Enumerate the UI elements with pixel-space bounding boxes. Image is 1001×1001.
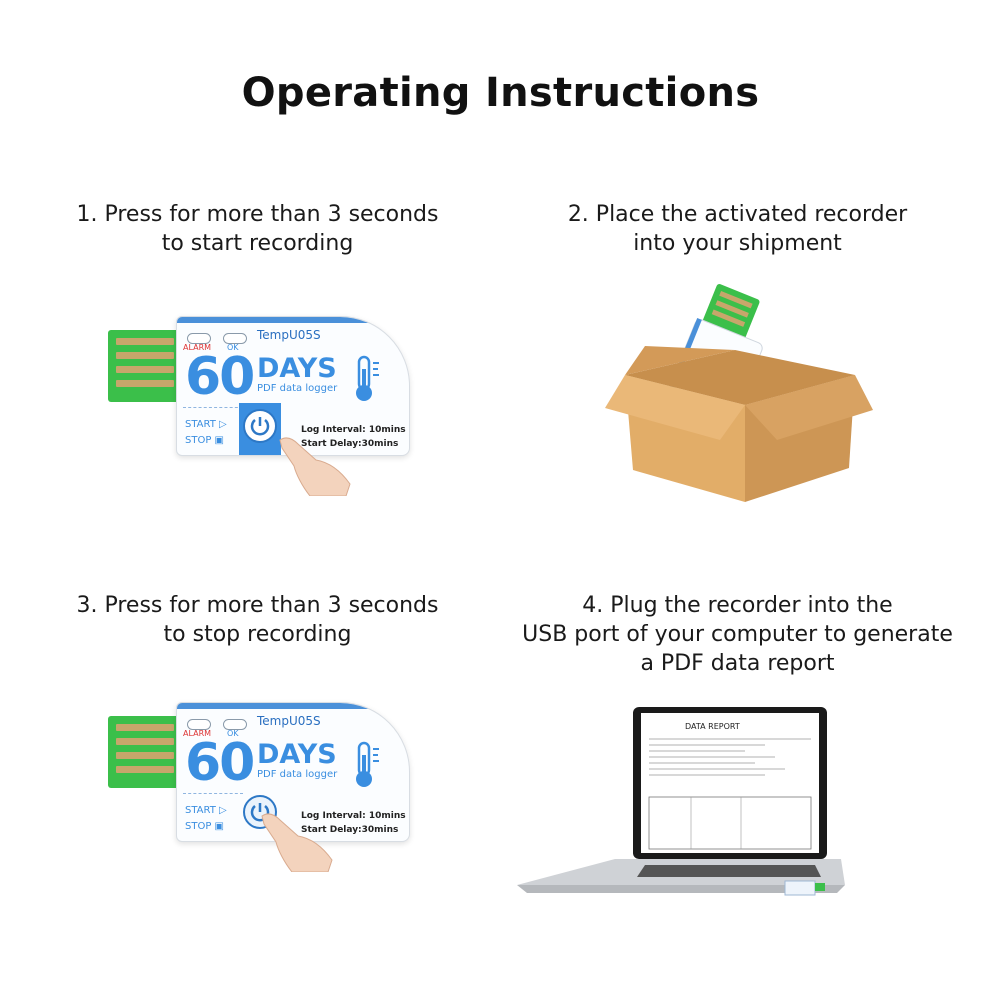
log-interval: Log Interval: 10mins [301,425,406,435]
step-4-line-3: a PDF data report [640,651,835,676]
data-logger-start-image: ALARM OK TempU05S 60 DAYS PDF data logge… [108,316,418,496]
model-label: TempU05S [257,714,321,728]
step-1-line-2: to start recording [161,231,354,256]
step-2-line-2: into your shipment [633,231,842,256]
shipping-box-image: 60 [605,284,873,502]
logger-body: ALARM OK TempU05S 60 DAYS PDF data logge… [176,702,410,842]
days-number: 60 [185,347,255,407]
usb-connector [108,716,182,788]
power-icon [250,803,270,822]
step-3-text: 3. Press for more than 3 seconds to stop… [30,591,485,649]
step-1-text: 1. Press for more than 3 seconds to star… [30,200,485,258]
start-label: START ▷ [185,419,227,430]
days-label: DAYS [257,353,337,384]
stop-label: STOP ▣ [185,435,224,446]
page-title: Operating Instructions [241,70,760,116]
subtitle-label: PDF data logger [257,383,338,394]
plugged-logger-icon [784,880,816,896]
stop-label: STOP ▣ [185,821,224,832]
data-logger-stop-image: ALARM OK TempU05S 60 DAYS PDF data logge… [108,702,418,882]
thermometer-icon [356,741,379,787]
step-4-line-2: USB port of your computer to generate [522,622,953,647]
step-4-line-1: 4. Plug the recorder into the [582,593,893,618]
finger-icon [279,437,351,496]
step-4-text: 4. Plug the recorder into the USB port o… [510,591,965,678]
step-1-line-1: 1. Press for more than 3 seconds [76,202,439,227]
log-interval: Log Interval: 10mins [301,811,406,821]
power-button[interactable] [243,409,277,443]
start-label: START ▷ [185,805,227,816]
alarm-label: ALARM [183,729,212,738]
step-3-line-2: to stop recording [163,622,352,647]
finger-icon [261,813,333,872]
power-button[interactable] [243,795,277,829]
subtitle-label: PDF data logger [257,769,338,780]
thermometer-icon [356,355,379,401]
ok-label: OK [227,343,239,352]
step-2-text: 2. Place the activated recorder into you… [510,200,965,258]
start-delay: Start Delay:30mins [301,825,399,835]
days-number: 60 [185,733,255,793]
model-label: TempU05S [257,328,321,342]
alarm-label: ALARM [183,343,212,352]
start-delay: Start Delay:30mins [301,439,399,449]
laptop-report-image: DATA REPORT [517,707,845,896]
step-2-line-1: 2. Place the activated recorder [567,202,908,227]
usb-connector [108,330,182,402]
report-heading: DATA REPORT [685,722,740,731]
days-label: DAYS [257,739,337,770]
power-icon [250,417,270,436]
logger-body: ALARM OK TempU05S 60 DAYS PDF data logge… [176,316,410,456]
ok-label: OK [227,729,239,738]
step-3-line-1: 3. Press for more than 3 seconds [76,593,439,618]
